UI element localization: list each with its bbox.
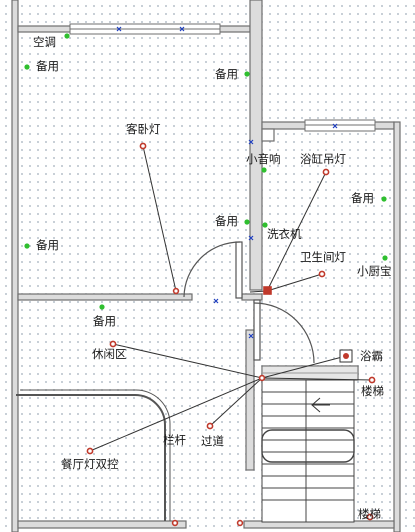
staircase <box>261 379 355 523</box>
label-corridor: 过道 <box>201 434 224 448</box>
label-bathtub-pendant: 浴缸吊灯 <box>300 152 346 166</box>
switch-marks <box>116 26 338 339</box>
wiring <box>89 145 373 452</box>
label-ac: 空调 <box>33 35 56 49</box>
label-dining-light-two-way: 餐厅灯双控 <box>61 457 119 471</box>
windows <box>69 23 376 132</box>
light-fixtures <box>86 142 376 527</box>
label-bathroom-light: 卫生间灯 <box>300 250 346 264</box>
doors <box>16 241 315 521</box>
label-bath-heater: 浴霸 <box>360 349 383 363</box>
sockets <box>24 33 388 310</box>
label-spare-top-right: 备用 <box>215 67 238 81</box>
label-spare-top-left: 备用 <box>36 59 59 73</box>
bathtub <box>261 365 359 381</box>
label-stairs-lower: 楼梯 <box>358 507 381 521</box>
label-spare-mid-right: 备用 <box>215 214 238 228</box>
label-spare-lower: 备用 <box>93 314 116 328</box>
label-stairs-upper: 楼梯 <box>361 384 384 398</box>
label-guest-bedroom-light: 客卧灯 <box>126 122 161 136</box>
label-lounge-area: 休闲区 <box>92 347 127 361</box>
label-washing-machine: 洗衣机 <box>267 227 302 241</box>
label-spare-bathroom: 备用 <box>351 191 374 205</box>
label-small-speaker: 小音响 <box>246 152 281 166</box>
label-railing: 栏杆 <box>163 433 186 447</box>
label-small-water-heater: 小厨宝 <box>357 264 392 278</box>
label-spare-mid-left: 备用 <box>36 238 59 252</box>
